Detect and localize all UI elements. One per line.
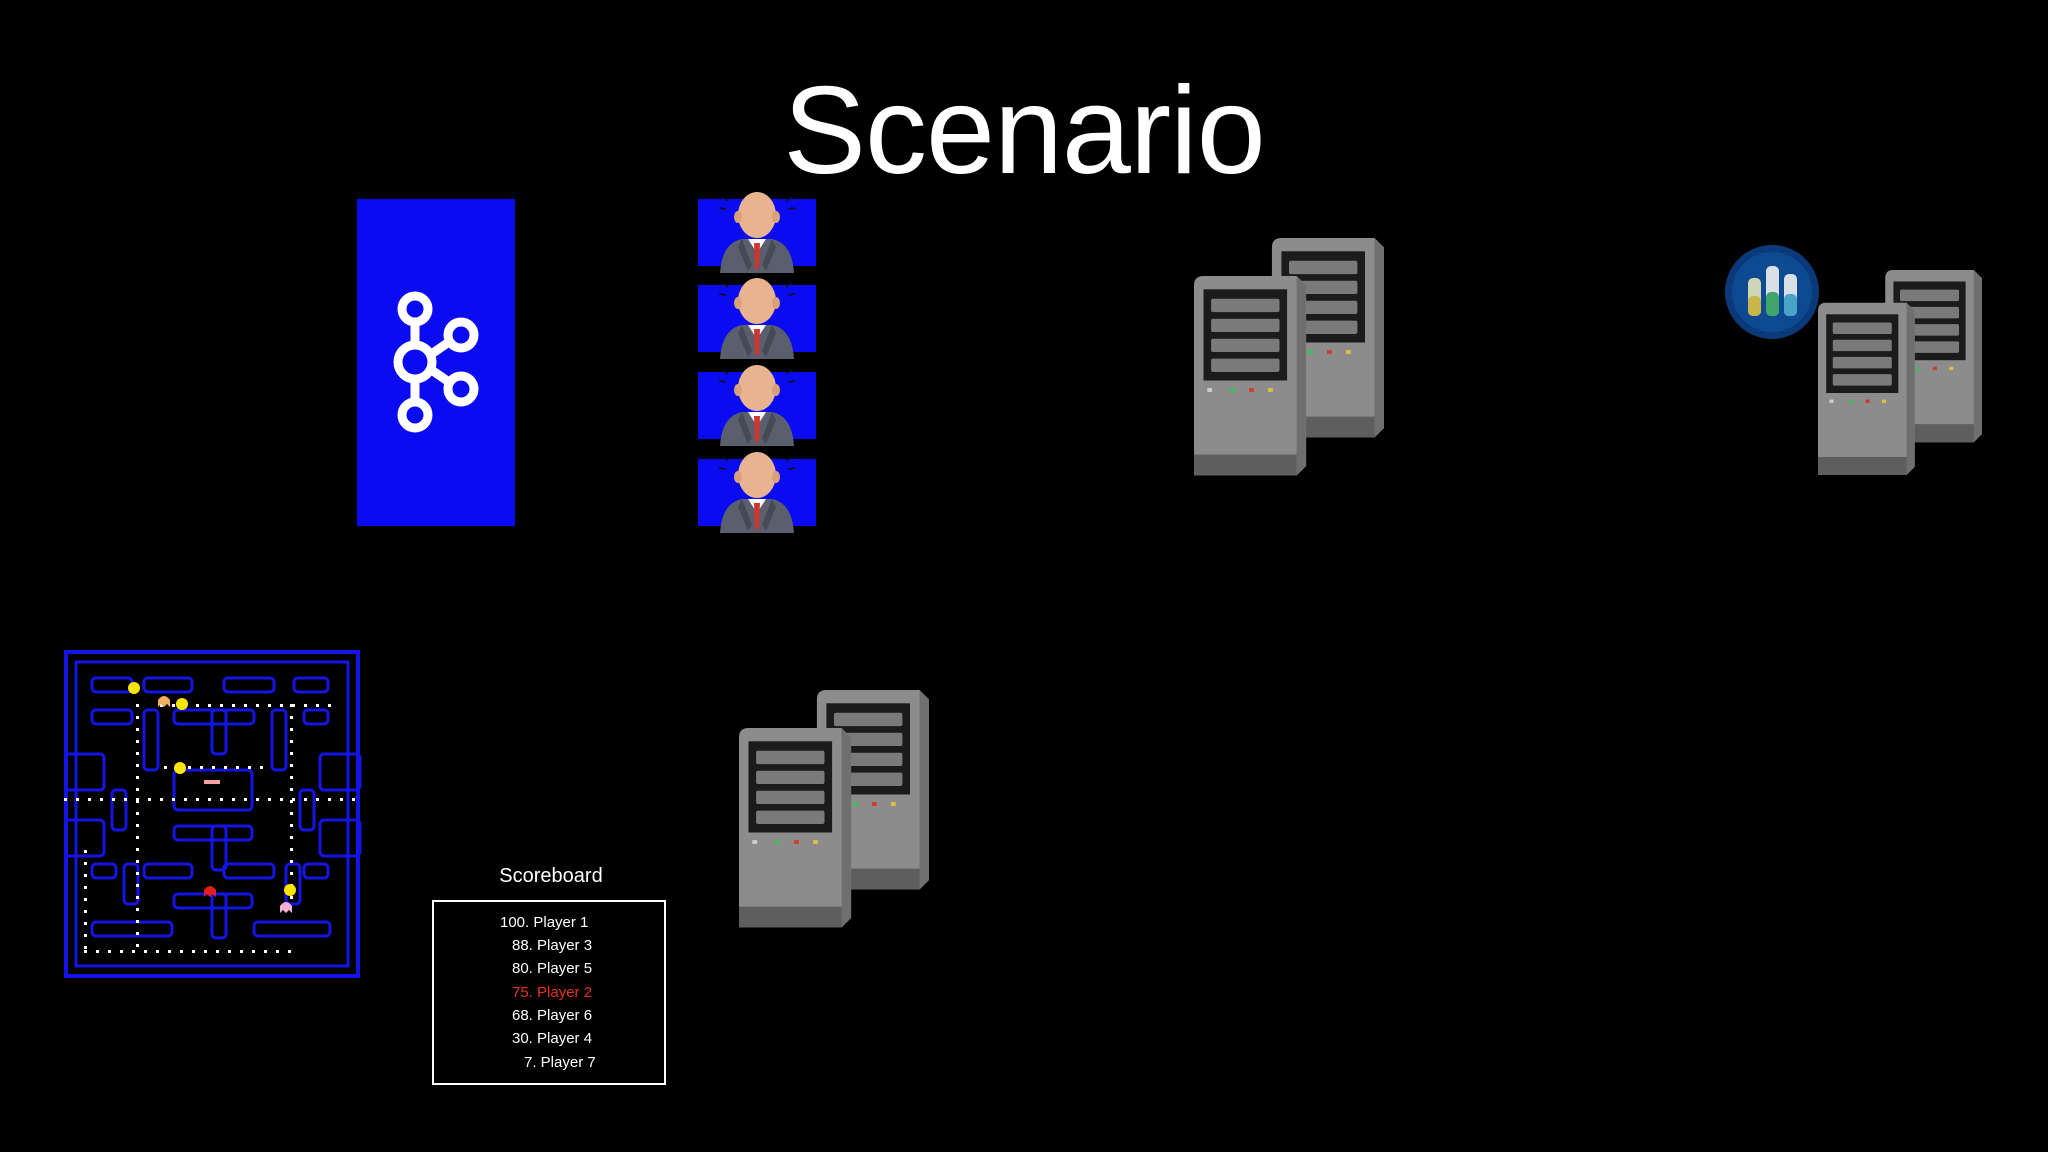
slide-title: Scenario [783,62,1265,200]
kafka-logo-icon [393,291,479,433]
server-cluster-right [1818,270,1990,480]
database-cylinders-icon [1725,245,1819,339]
business-person-icon [718,278,796,359]
game-board [62,650,362,985]
scoreboard-row: 7. Player 7 [524,1054,596,1071]
scoreboard-row: 68. Player 6 [512,1007,593,1024]
consumer-tile [698,452,816,533]
scoreboard-row: 80. Player 5 [512,960,593,977]
scoreboard-row-highlighted: 75. Player 2 [512,984,593,1001]
scoreboard-row: 30. Player 4 [512,1030,593,1047]
scoreboard-row: 100. Player 1 [500,914,589,931]
scoreboard-title: Scoreboard [499,865,603,887]
server-tower-icon [1194,238,1384,476]
scoreboard-row: 88. Player 3 [512,937,593,954]
business-person-icon [718,192,796,273]
server-cluster-bottom [739,690,939,933]
server-cluster-top [1194,238,1394,481]
database-badge [1724,244,1820,345]
pacman-maze-icon [62,650,362,978]
server-tower-icon [739,690,929,928]
business-person-icon [718,365,796,446]
scoreboard-panel: 100. Player 1 88. Player 3 80. Player 5 75.… [432,900,666,1085]
business-person-icon [718,452,796,533]
consumer-tile [698,192,816,273]
consumer-tile [698,365,816,446]
server-tower-icon [1818,270,1982,475]
consumer-tile [698,278,816,359]
topic-block [357,199,515,526]
